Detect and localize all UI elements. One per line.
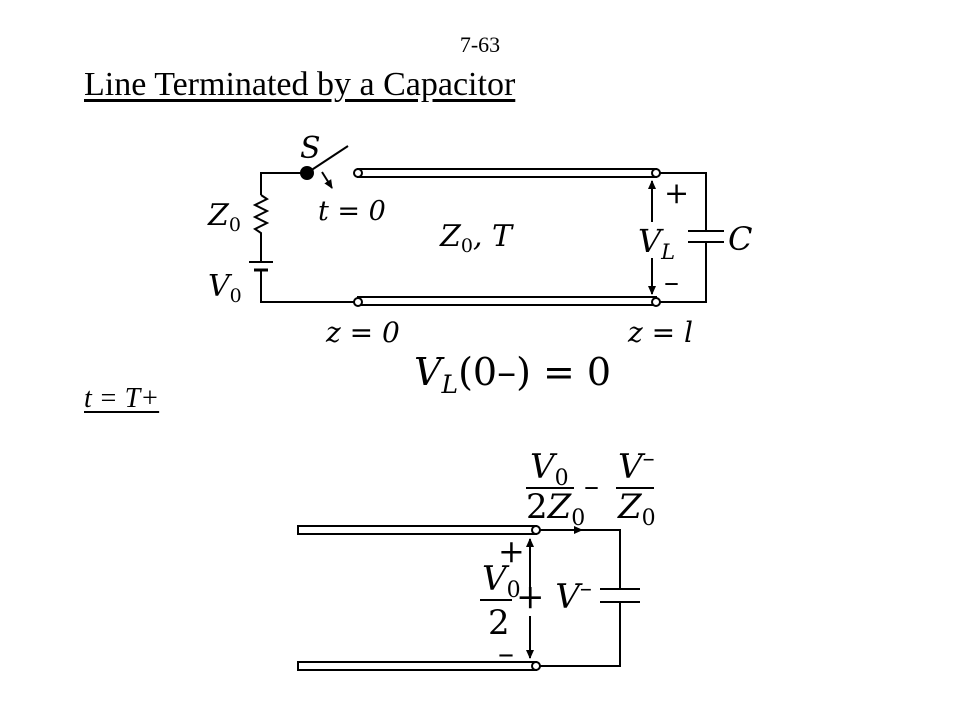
line-bottom-conductor xyxy=(357,296,657,306)
voltage-num: V0 xyxy=(482,559,521,603)
source-wire xyxy=(260,172,307,195)
terminal-node xyxy=(531,661,541,671)
bottom-circuit xyxy=(297,487,654,671)
switch-time-label: t = 0 xyxy=(318,196,386,227)
plus-sign: + xyxy=(664,176,689,211)
resistor-icon xyxy=(252,194,270,262)
terminal-node xyxy=(531,525,541,535)
switch-blade xyxy=(306,145,349,174)
source-impedance-label: Z0 xyxy=(207,198,241,236)
voltage-plus-vminus: + V– xyxy=(516,574,592,617)
terminal-node xyxy=(353,168,363,178)
current-minus: – xyxy=(584,469,599,504)
voltage-den: 2 xyxy=(488,603,510,643)
current-den1: 2Z0 xyxy=(526,487,585,531)
z-end-label: z = l xyxy=(627,316,693,349)
switch-label: S xyxy=(300,131,321,166)
page-number: 7-63 xyxy=(459,32,501,57)
initial-condition-equation: VL(0–) = 0 xyxy=(414,350,611,399)
subtitle-time: t = T+ xyxy=(84,383,160,414)
current-num1: V0 xyxy=(530,447,569,491)
minus-sign: – xyxy=(498,634,514,672)
terminal-node xyxy=(353,297,363,307)
current-den2: Z0 xyxy=(617,487,656,531)
load-wire-bottom xyxy=(656,242,707,303)
source-voltage-label: V0 xyxy=(208,269,242,307)
line-params-label: Z0, T xyxy=(439,219,514,257)
source-bottom-wire xyxy=(260,270,358,303)
load-wire xyxy=(656,172,707,231)
plus-sign: + xyxy=(498,532,525,570)
current-num2: V– xyxy=(618,444,655,487)
line-top-conductor xyxy=(357,168,657,178)
load-voltage-label: VL xyxy=(638,222,675,264)
slide-title: Line Terminated by a Capacitor xyxy=(84,66,516,103)
z-start-label: z = 0 xyxy=(325,316,400,349)
minus-sign: – xyxy=(664,265,679,300)
capacitor-label: C xyxy=(728,220,752,258)
switch-arrow xyxy=(321,171,333,189)
terminal-node xyxy=(651,168,661,178)
switch-pivot xyxy=(300,166,314,180)
load-wire-bottom xyxy=(536,602,621,667)
terminal-node xyxy=(651,297,661,307)
